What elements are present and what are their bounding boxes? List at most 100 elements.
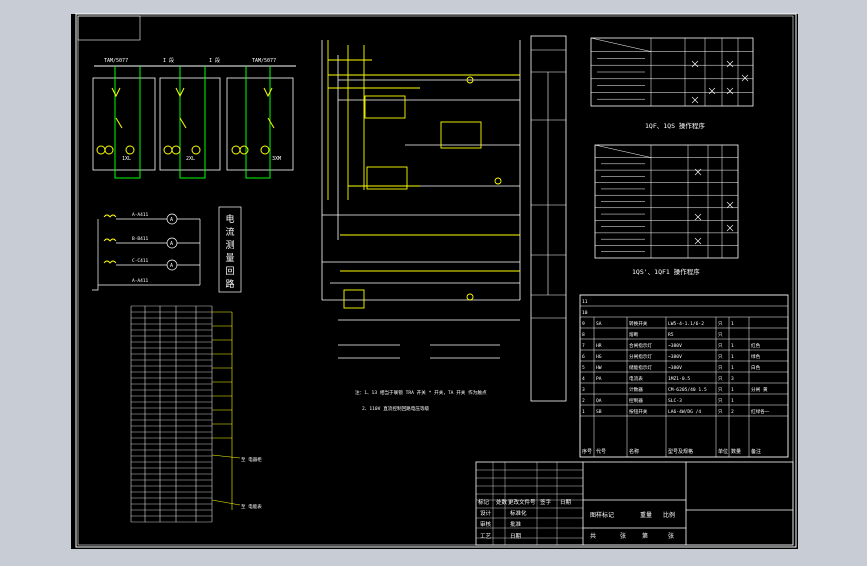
- bom-cell-qty: 2: [731, 409, 734, 415]
- bom-cell-no: 9: [582, 321, 585, 327]
- terminal-leader-b: [211, 499, 241, 506]
- bay-box-3: [226, 77, 294, 171]
- bom-cell-spec: LW5-4-1.1/6-2: [668, 321, 704, 327]
- bus-label-2: I 段: [163, 57, 174, 64]
- tb-change-no: 更改文件号: [508, 498, 536, 506]
- tb-sign: 签字: [540, 498, 552, 506]
- ct-title-char: 路: [225, 278, 234, 290]
- bom-cell-name: 储能指示灯: [629, 364, 652, 371]
- ct-line-label-2: B-B411: [132, 236, 149, 242]
- function-strip-box: [530, 35, 567, 402]
- tb-approve: 批准: [510, 520, 522, 528]
- coil-3: [466, 293, 474, 301]
- relay-box-1: [364, 95, 406, 119]
- bom-cell-spec: ~380V: [668, 354, 682, 360]
- tb-count: 处数: [496, 498, 508, 506]
- tb-process: 工艺: [480, 533, 492, 540]
- control-schematic: 注：1、13 相当于联锁 TRA 开关 * 开关，TA 开关 作为触点 2、11…: [321, 40, 521, 412]
- switch-1: [115, 117, 123, 129]
- bom-cell-unit: 只: [718, 398, 723, 404]
- schematic-note-2: 2、110V 直流控制回路电压等级: [362, 405, 430, 412]
- bom-header-name: 名称: [629, 448, 639, 455]
- ammeter-3-label: A: [170, 263, 173, 269]
- bom-cell-remark: 分闸 黄: [751, 386, 768, 393]
- bom-cell-unit: 只: [718, 332, 723, 338]
- lock-x-mark: [726, 87, 734, 95]
- lock-x-mark: [694, 237, 702, 245]
- lock-x-mark: [691, 96, 699, 104]
- lock-frame: [594, 144, 739, 259]
- ct-coil-3: [103, 260, 117, 264]
- bom-cell-code: HW: [596, 365, 602, 371]
- breaker-2-chevron: [175, 87, 185, 98]
- ct-title-char: 量: [225, 253, 234, 264]
- bom-cell-remark: 红色: [751, 342, 761, 349]
- interlock-table-1-title: 1QF、1QS 操作程序: [645, 121, 705, 130]
- tb-sheet: 共: [590, 532, 596, 540]
- tb-sheet-no: 第: [642, 532, 648, 540]
- bom-cell-qty: 1: [731, 365, 734, 371]
- bom-cell-name: 合闸指示灯: [629, 342, 652, 349]
- inner-frame: [77, 15, 794, 546]
- bom-cell-name: 按钮开关: [629, 408, 648, 415]
- bom-cell-no: 10: [582, 310, 588, 316]
- tb-scale: 比例: [663, 511, 675, 519]
- drawing-background: [71, 14, 798, 549]
- bom-cell-unit: 只: [718, 387, 723, 393]
- ct-1b: [104, 145, 114, 155]
- bom-cell-qty: 1: [731, 398, 734, 404]
- lock-diagonal: [590, 37, 652, 52]
- lock-frame: [590, 37, 754, 107]
- bom-cell-remark: 绿色: [751, 353, 761, 360]
- lock-diagonal: [594, 144, 652, 158]
- switch-3: [267, 117, 275, 129]
- bay-box-1: [92, 77, 156, 171]
- corner-box: [77, 15, 141, 41]
- terminal-label-a: 至 电器柜: [241, 456, 262, 463]
- lock-x-mark: [726, 224, 734, 232]
- tb-weight: 重量: [640, 511, 652, 519]
- interlock-table-2-title: 1QS'、1QF1 操作程序: [632, 267, 700, 276]
- ct-title-char: 测: [225, 240, 234, 251]
- bom-header-spec: 型号及规格: [668, 448, 693, 455]
- relay-box-2: [366, 166, 408, 190]
- tb-design: 设计: [480, 509, 492, 517]
- bay-label-2: 2XL: [186, 156, 195, 162]
- bom-cell-qty: 1: [731, 387, 734, 393]
- coil-2: [494, 177, 502, 185]
- lock-x-mark: [726, 60, 734, 68]
- ct-title-box: [218, 206, 242, 293]
- bom-cell-spec: SLC-3: [668, 398, 682, 404]
- bom-cell-name: 熔断: [629, 331, 639, 338]
- bay-box-2: [159, 77, 221, 171]
- bom-cell-no: 5: [582, 365, 585, 371]
- bom-cell-unit: 只: [718, 365, 723, 371]
- bom-cell-unit: 只: [718, 343, 723, 349]
- bus-label-4: TAM/5077: [252, 58, 276, 64]
- ct-2b: [171, 145, 181, 155]
- outer-frame: [75, 13, 797, 548]
- bom-header-remark: 备注: [751, 448, 761, 455]
- bom-cell-name: 控制器: [629, 397, 643, 404]
- bom-header-no: 序号: [582, 448, 592, 455]
- ct-line-label-4: A-A411: [132, 278, 149, 284]
- tb-sheet-of: 张: [620, 532, 626, 540]
- bom-cell-no: 2: [582, 398, 585, 404]
- ct-title-char: 电: [225, 213, 234, 225]
- ct-line-label-1: A-A411: [132, 212, 149, 218]
- ammeter-1-label: A: [170, 217, 173, 223]
- bom-cell-no: 11: [582, 299, 588, 305]
- current-measure-block: A A A A-A411 B-B411 C-C411 A-A411 电流测量回路: [92, 206, 242, 293]
- lock-x-mark: [691, 60, 699, 68]
- tb-date: 日期: [560, 499, 572, 506]
- bom-cell-name: 分闸指示灯: [629, 353, 652, 360]
- bom-cell-remark: 红绿各一: [751, 408, 770, 415]
- ct-line-label-3: C-C411: [132, 258, 149, 264]
- bom-cell-qty: 1: [731, 321, 734, 327]
- bom-header-qty: 数量: [731, 448, 741, 455]
- bom-cell-unit: 只: [718, 376, 723, 382]
- bom-cell-spec: LA6-4W/DG /4: [668, 409, 701, 415]
- bom-cell-spec: 1MZ1-0.5: [668, 376, 690, 382]
